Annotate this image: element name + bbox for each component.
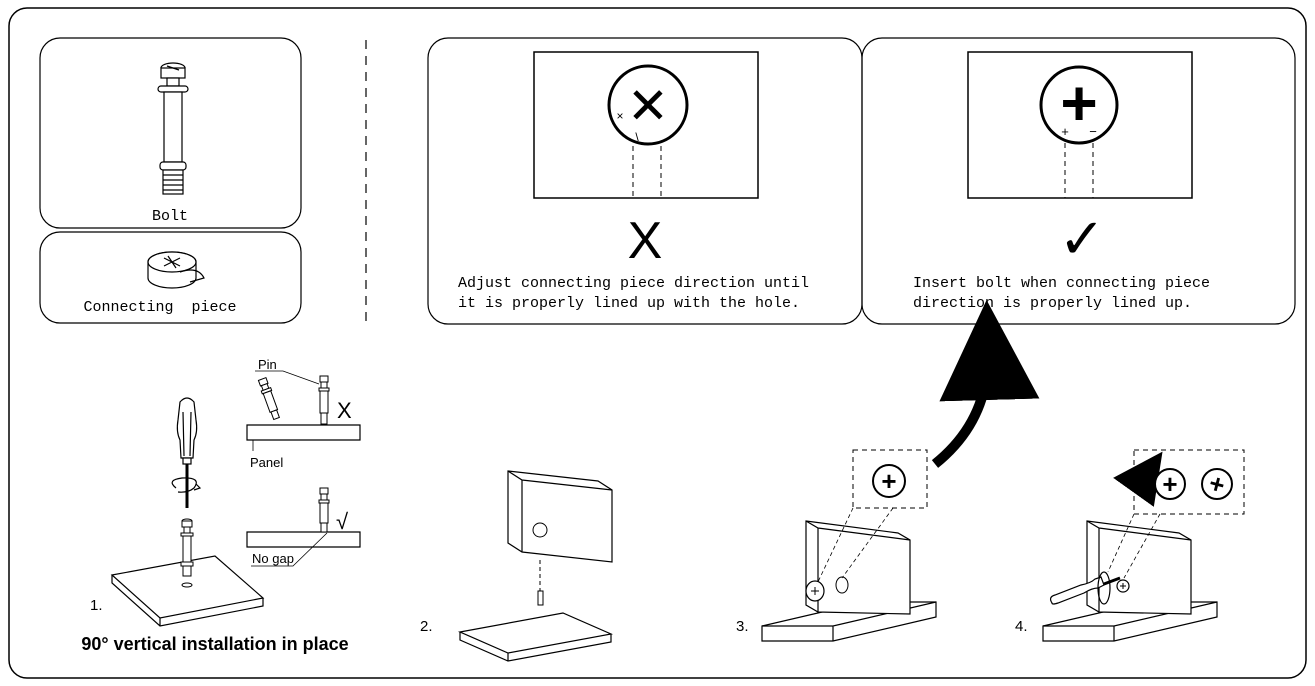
wrong-caption-line2: it is properly lined up with the hole. xyxy=(458,295,800,312)
bolt-label: Bolt xyxy=(152,208,188,225)
step1-illustration: 1. 90° vertical installation in place xyxy=(81,397,349,654)
wrong-orientation-panel: ✕ × \ X Adjust connecting piece directio… xyxy=(427,37,863,325)
connecting-piece-label: Connecting piece xyxy=(83,299,236,316)
go-to-right-panel-arrow xyxy=(931,300,1040,468)
misaligned-hole xyxy=(607,64,689,146)
step1-pin-wrong-detail: Pin Panel X xyxy=(246,357,361,470)
step1-bolt-icon xyxy=(180,518,194,577)
panel-label: Panel xyxy=(250,455,283,470)
connecting-piece-icon xyxy=(147,251,205,289)
step3-number: 3. xyxy=(736,618,749,635)
misaligned-mark-left: × xyxy=(616,109,623,123)
step4-number: 4. xyxy=(1015,618,1028,635)
aligned-mark-minus: − xyxy=(1089,124,1097,139)
step2-number: 2. xyxy=(420,618,433,635)
step3-callout-glyph: + xyxy=(881,466,896,496)
aligned-mark-plus: + xyxy=(1061,124,1069,139)
step1-wrong-mark: X xyxy=(337,398,352,423)
right-orientation-panel: + + − ✓ Insert bolt when connecting piec… xyxy=(861,37,1296,325)
misaligned-cross-glyph: ✕ xyxy=(627,78,669,134)
step2-illustration: 2. xyxy=(420,470,614,662)
misaligned-mark-bottom: \ xyxy=(635,130,639,144)
step4-illustration: + + 4. xyxy=(1015,449,1245,642)
step4-screwdriver-icon xyxy=(1049,571,1121,605)
step4-callout-glyph-2: + xyxy=(1206,468,1228,501)
step1-pin-right-detail: No gap √ xyxy=(246,487,361,567)
right-mark: ✓ xyxy=(1059,207,1106,270)
wrong-caption-line1: Adjust connecting piece direction until xyxy=(458,275,809,292)
screwdriver-icon xyxy=(171,397,202,508)
step3-illustration: + 3. xyxy=(736,449,937,642)
aligned-hole xyxy=(1039,65,1119,145)
step1-number: 1. xyxy=(90,597,103,614)
step4-callout-glyph-1: + xyxy=(1162,469,1177,499)
connecting-piece-part-box: Connecting piece xyxy=(39,231,302,324)
right-caption-line1: Insert bolt when connecting piece xyxy=(913,275,1210,292)
bolt-icon xyxy=(157,62,189,195)
no-gap-label: No gap xyxy=(252,551,294,566)
bolt-part-box: Bolt xyxy=(39,37,302,229)
aligned-plus-glyph: + xyxy=(1060,67,1097,139)
wrong-mark: X xyxy=(628,212,663,270)
step1-caption: 90° vertical installation in place xyxy=(81,634,348,654)
rotate-arrow-icon xyxy=(1113,451,1163,507)
outer-frame xyxy=(8,7,1307,679)
step1-right-mark: √ xyxy=(336,509,349,534)
pin-label: Pin xyxy=(258,357,277,372)
right-caption-line2: direction is properly lined up. xyxy=(913,295,1192,312)
